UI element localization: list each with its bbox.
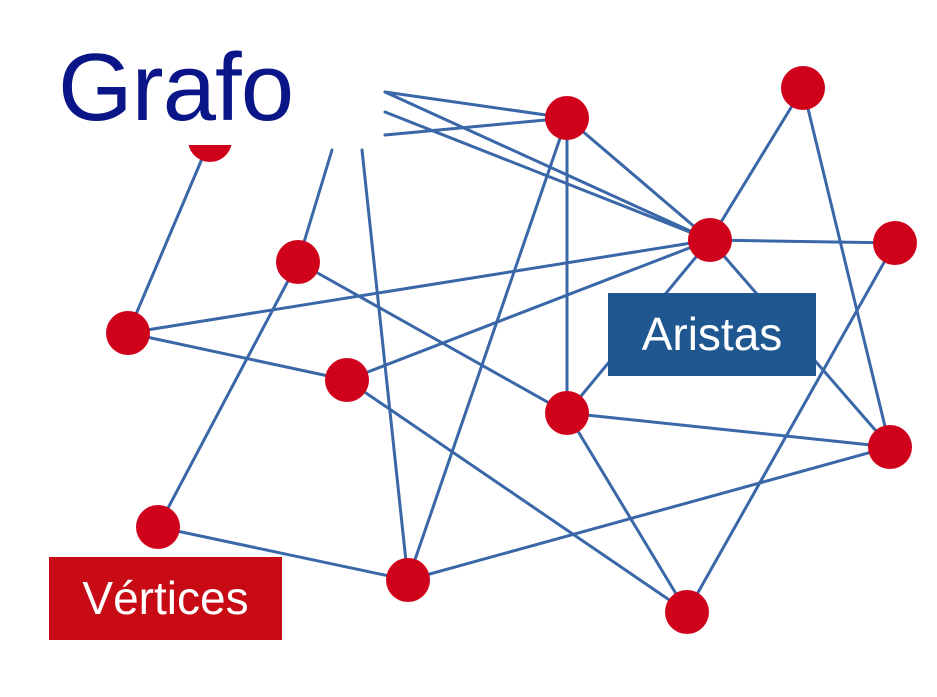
edges-group xyxy=(126,86,897,614)
edge xyxy=(406,445,892,582)
vertex xyxy=(545,391,589,435)
edge xyxy=(383,116,569,137)
edge xyxy=(126,138,212,335)
edge xyxy=(345,378,689,614)
edge xyxy=(801,86,892,449)
graph-title: Grafo xyxy=(38,30,383,145)
vertex xyxy=(386,558,430,602)
edge xyxy=(383,90,569,120)
vertex xyxy=(545,96,589,140)
vertex xyxy=(781,66,825,110)
vertex xyxy=(136,505,180,549)
edge xyxy=(296,260,569,415)
vertex xyxy=(665,590,709,634)
edges-label: Aristas xyxy=(608,293,816,376)
vertex xyxy=(873,221,917,265)
edge xyxy=(685,241,897,614)
edge xyxy=(565,116,712,242)
vertex xyxy=(106,311,150,355)
edge xyxy=(383,90,712,242)
vertex xyxy=(688,218,732,262)
edge xyxy=(406,116,569,582)
vertex xyxy=(325,358,369,402)
edge xyxy=(156,260,300,529)
edge xyxy=(126,331,349,382)
edge xyxy=(565,411,892,449)
edge xyxy=(708,238,897,245)
vertex xyxy=(276,240,320,284)
vertex xyxy=(868,425,912,469)
edge xyxy=(156,525,410,582)
edge xyxy=(345,238,712,382)
edge xyxy=(126,238,712,335)
edge xyxy=(565,411,689,614)
vertices-label: Vértices xyxy=(49,557,282,640)
edge xyxy=(708,86,805,242)
